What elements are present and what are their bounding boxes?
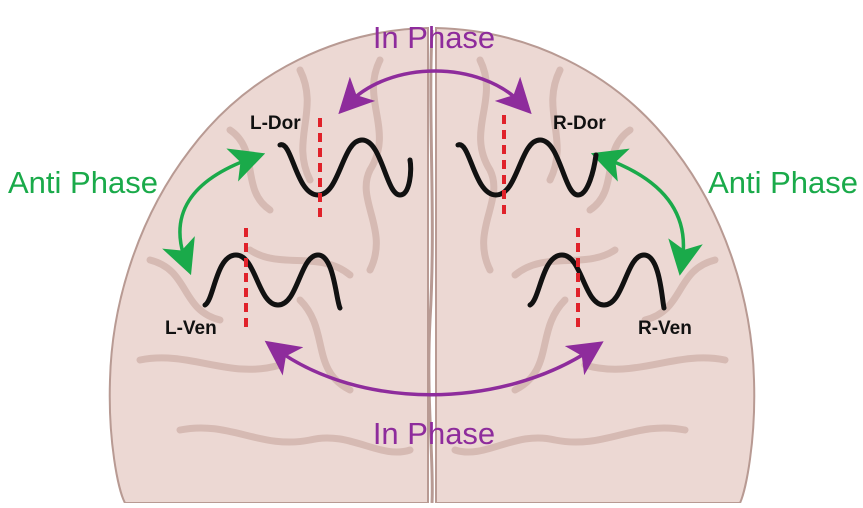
region-label-l-ven: L-Ven	[165, 318, 217, 339]
in-phase-bottom-arrow	[264, 340, 604, 397]
wave-r-dor	[455, 137, 599, 198]
region-label-l-dor: L-Dor	[250, 113, 301, 134]
anti-phase-right-label: Anti Phase	[708, 165, 858, 200]
wave-r-ven	[527, 252, 667, 311]
waveforms	[202, 137, 667, 311]
wave-l-dor	[277, 137, 414, 198]
anti-phase-left-label: Anti Phase	[8, 165, 158, 200]
in-phase-bottom-label: In Phase	[373, 416, 495, 451]
phase-markers	[244, 115, 580, 330]
region-label-r-dor: R-Dor	[553, 113, 606, 134]
wave-l-ven	[202, 252, 343, 311]
region-label-r-ven: R-Ven	[638, 318, 692, 339]
anti-phase-right-arrow	[590, 148, 703, 276]
in-phase-top-arrow	[338, 69, 532, 115]
in-phase-top-label: In Phase	[373, 20, 495, 55]
anti-phase-left-arrow	[162, 148, 266, 276]
